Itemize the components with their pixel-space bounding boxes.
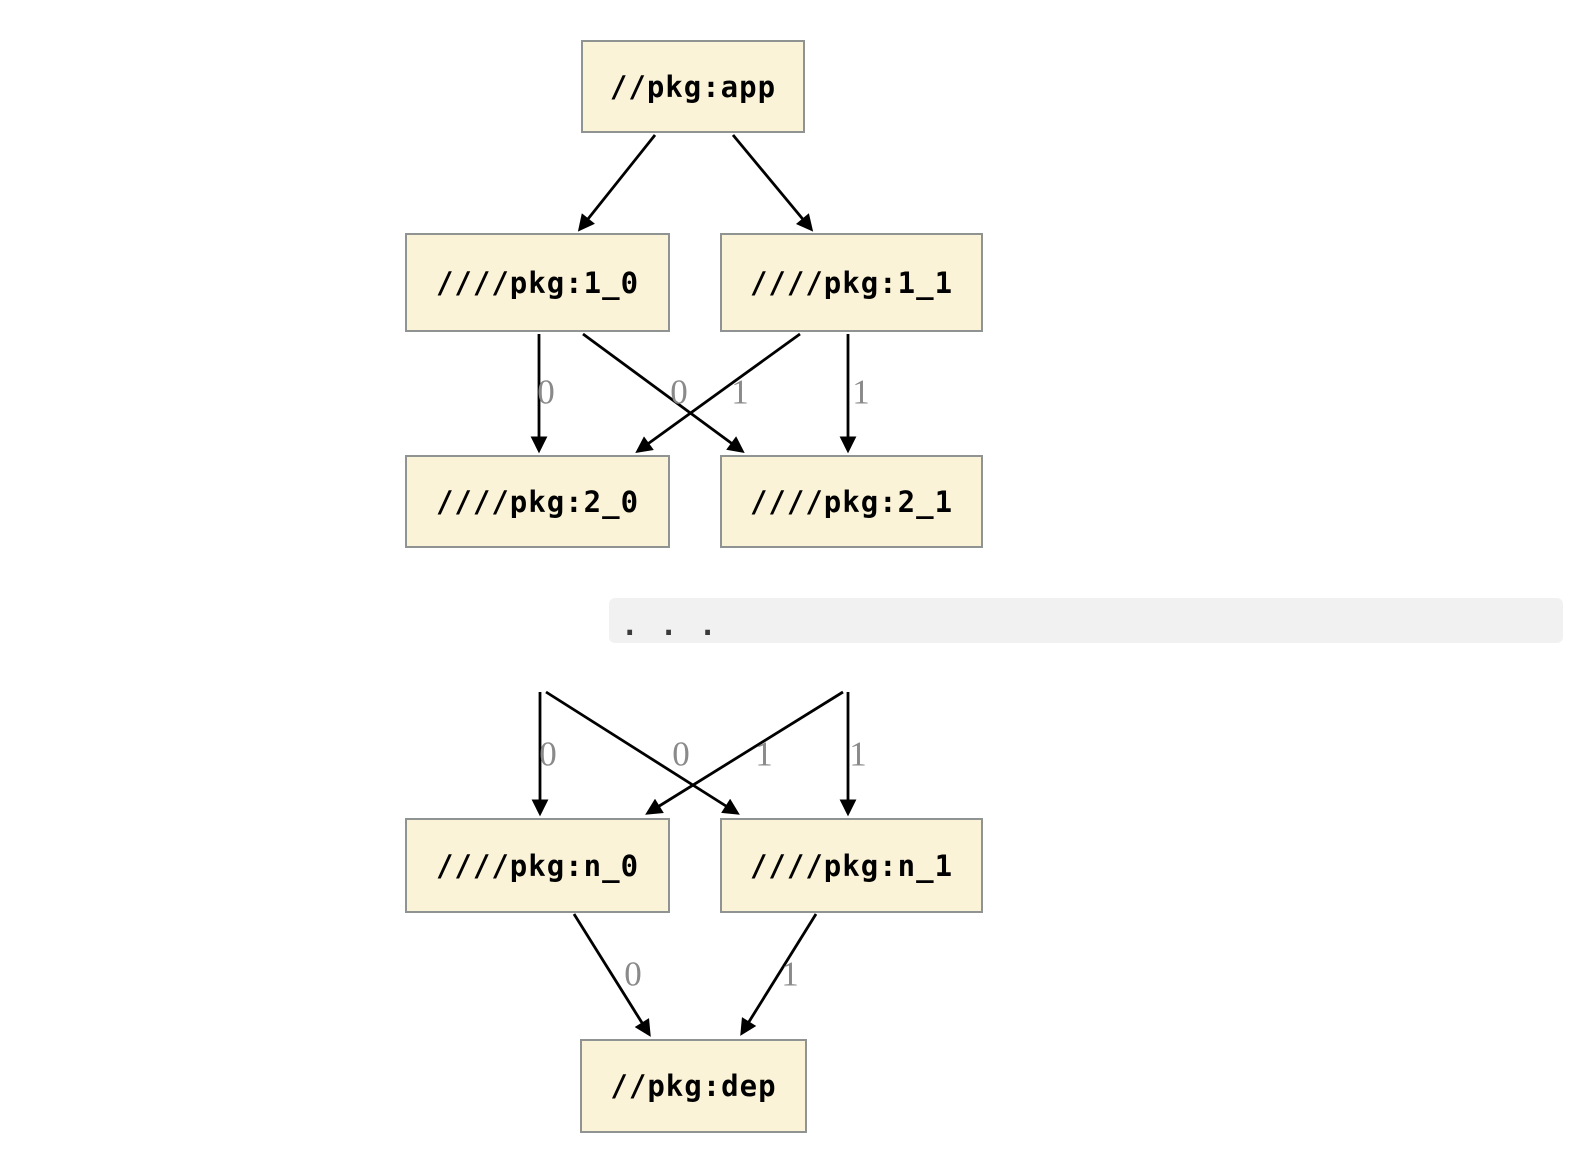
edge-label-1_0-2_1: 0 [670, 372, 688, 412]
node-label: //pkg:app [609, 69, 777, 104]
ellipsis-band: . . . [609, 598, 1563, 643]
node-pkg-2_0: ////pkg:2_0 [405, 455, 670, 548]
node-label: ////pkg:n_1 [749, 848, 954, 883]
node-pkg-2_1: ////pkg:2_1 [720, 455, 983, 548]
edge-1_1-to-2_0 [635, 332, 801, 453]
node-label: //pkg:dep [610, 1069, 777, 1103]
edge-label-1_0-2_0: 0 [537, 372, 555, 412]
edge-n_0-to-dep [572, 913, 651, 1037]
edge-label-ellipsis-n_0-a: 0 [539, 734, 557, 774]
edge-label-1_1-2_1: 1 [852, 372, 870, 412]
node-label: ////pkg:2_0 [435, 484, 640, 519]
edge-label-1_1-2_0: 1 [731, 372, 749, 412]
edge-label-ellipsis-n_1-b: 1 [849, 734, 867, 774]
edge-label-ellipsis-n_1-a: 0 [672, 734, 690, 774]
node-pkg-app: //pkg:app [581, 40, 805, 133]
node-pkg-1_1: ////pkg:1_1 [720, 233, 983, 332]
edge-app-to-1_1 [731, 134, 814, 232]
node-pkg-n_1: ////pkg:n_1 [720, 818, 983, 913]
node-pkg-n_0: ////pkg:n_0 [405, 818, 670, 913]
edge-label-n_1-dep: 1 [781, 954, 799, 994]
edge-label-ellipsis-n_0-b: 1 [755, 734, 773, 774]
edge-ellipsis-to-n_1-a [545, 690, 740, 815]
ellipsis-dots: . . . [621, 608, 719, 642]
node-pkg-dep: //pkg:dep [580, 1039, 807, 1133]
node-pkg-1_0: ////pkg:1_0 [405, 233, 670, 332]
edge-app-to-1_0 [577, 134, 657, 232]
node-label: ////pkg:2_1 [749, 484, 954, 519]
edge-1_0-to-2_1 [582, 332, 745, 453]
node-label: ////pkg:n_0 [435, 848, 640, 883]
node-label: ////pkg:1_1 [749, 265, 954, 300]
edge-label-n_0-dep: 0 [624, 954, 642, 994]
edge-ellipsis-to-n_0-b [645, 690, 844, 815]
edge-n_1-to-dep [740, 913, 818, 1036]
node-label: ////pkg:1_0 [435, 265, 640, 300]
